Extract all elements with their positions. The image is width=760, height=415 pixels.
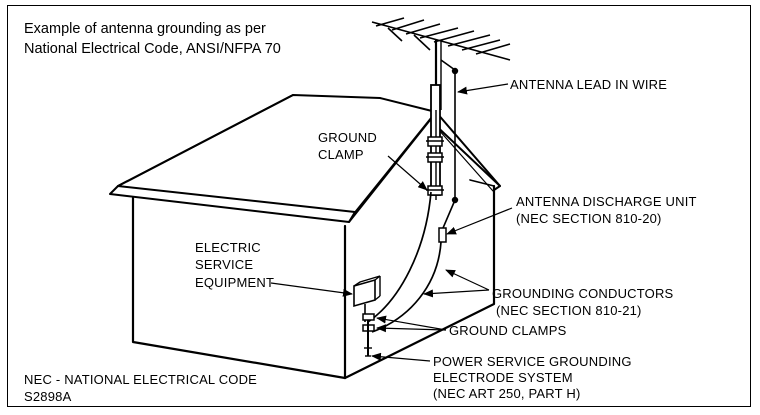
label-electric-service-line-1: ELECTRIC	[195, 240, 261, 255]
label-ground-clamps: GROUND CLAMPS	[449, 323, 567, 338]
label-power-service-line-3: (NEC ART 250, PART H)	[433, 386, 581, 401]
leader-power-service	[371, 352, 431, 362]
leader-ground-clamp-b	[376, 324, 447, 333]
caption-line-1: Example of antenna grounding as per	[24, 21, 266, 37]
label-discharge-unit-line-2: (NEC SECTION 810-20)	[516, 211, 662, 226]
leader-ground-clamp-a	[376, 315, 447, 331]
label-electric-service-line-2: SERVICE	[195, 257, 254, 272]
antenna-lead-in-wire	[440, 59, 459, 242]
electric-service-equipment	[353, 275, 381, 322]
antenna-array	[371, 17, 511, 61]
label-ground-clamp-line-2: CLAMP	[318, 147, 364, 162]
grounding-conductors	[367, 191, 442, 333]
label-antenna-lead-in-wire: ANTENNA LEAD IN WIRE	[510, 77, 668, 92]
antenna-discharge-unit	[438, 227, 447, 243]
antenna-mast	[430, 40, 442, 200]
mast-ground-clamps	[426, 136, 444, 196]
diagram-frame	[7, 5, 751, 407]
label-power-service-line-2: ELECTRODE SYSTEM	[433, 370, 573, 385]
footer-nec-note: NEC - NATIONAL ELECTRICAL CODE	[24, 372, 258, 387]
leader-lines	[270, 83, 513, 362]
label-discharge-unit-line-1: ANTENNA DISCHARGE UNIT	[516, 194, 697, 209]
footer-code: S2898A	[24, 389, 72, 404]
label-grounding-conductors-line-2: (NEC SECTION 810-21)	[496, 303, 642, 318]
house-front-wall	[131, 196, 347, 380]
grounding-electrode-rod	[364, 320, 372, 357]
leader-lead-in-wire	[457, 83, 509, 95]
label-grounding-conductors-line-1: GROUNDING CONDUCTORS	[492, 286, 674, 301]
leader-ground-clamp	[387, 155, 428, 191]
leader-service-equipment	[270, 282, 353, 297]
label-electric-service-line-3: EQUIPMENT	[195, 275, 275, 290]
house-side-wall	[343, 179, 496, 380]
leader-conductor-b	[423, 289, 490, 298]
label-ground-clamp-line-1: GROUND	[318, 130, 377, 145]
leader-discharge-unit	[446, 207, 513, 235]
leader-conductor-a	[445, 269, 490, 291]
label-power-service-line-1: POWER SERVICE GROUNDING	[433, 354, 632, 369]
caption-line-2: National Electrical Code, ANSI/NFPA 70	[24, 41, 281, 57]
